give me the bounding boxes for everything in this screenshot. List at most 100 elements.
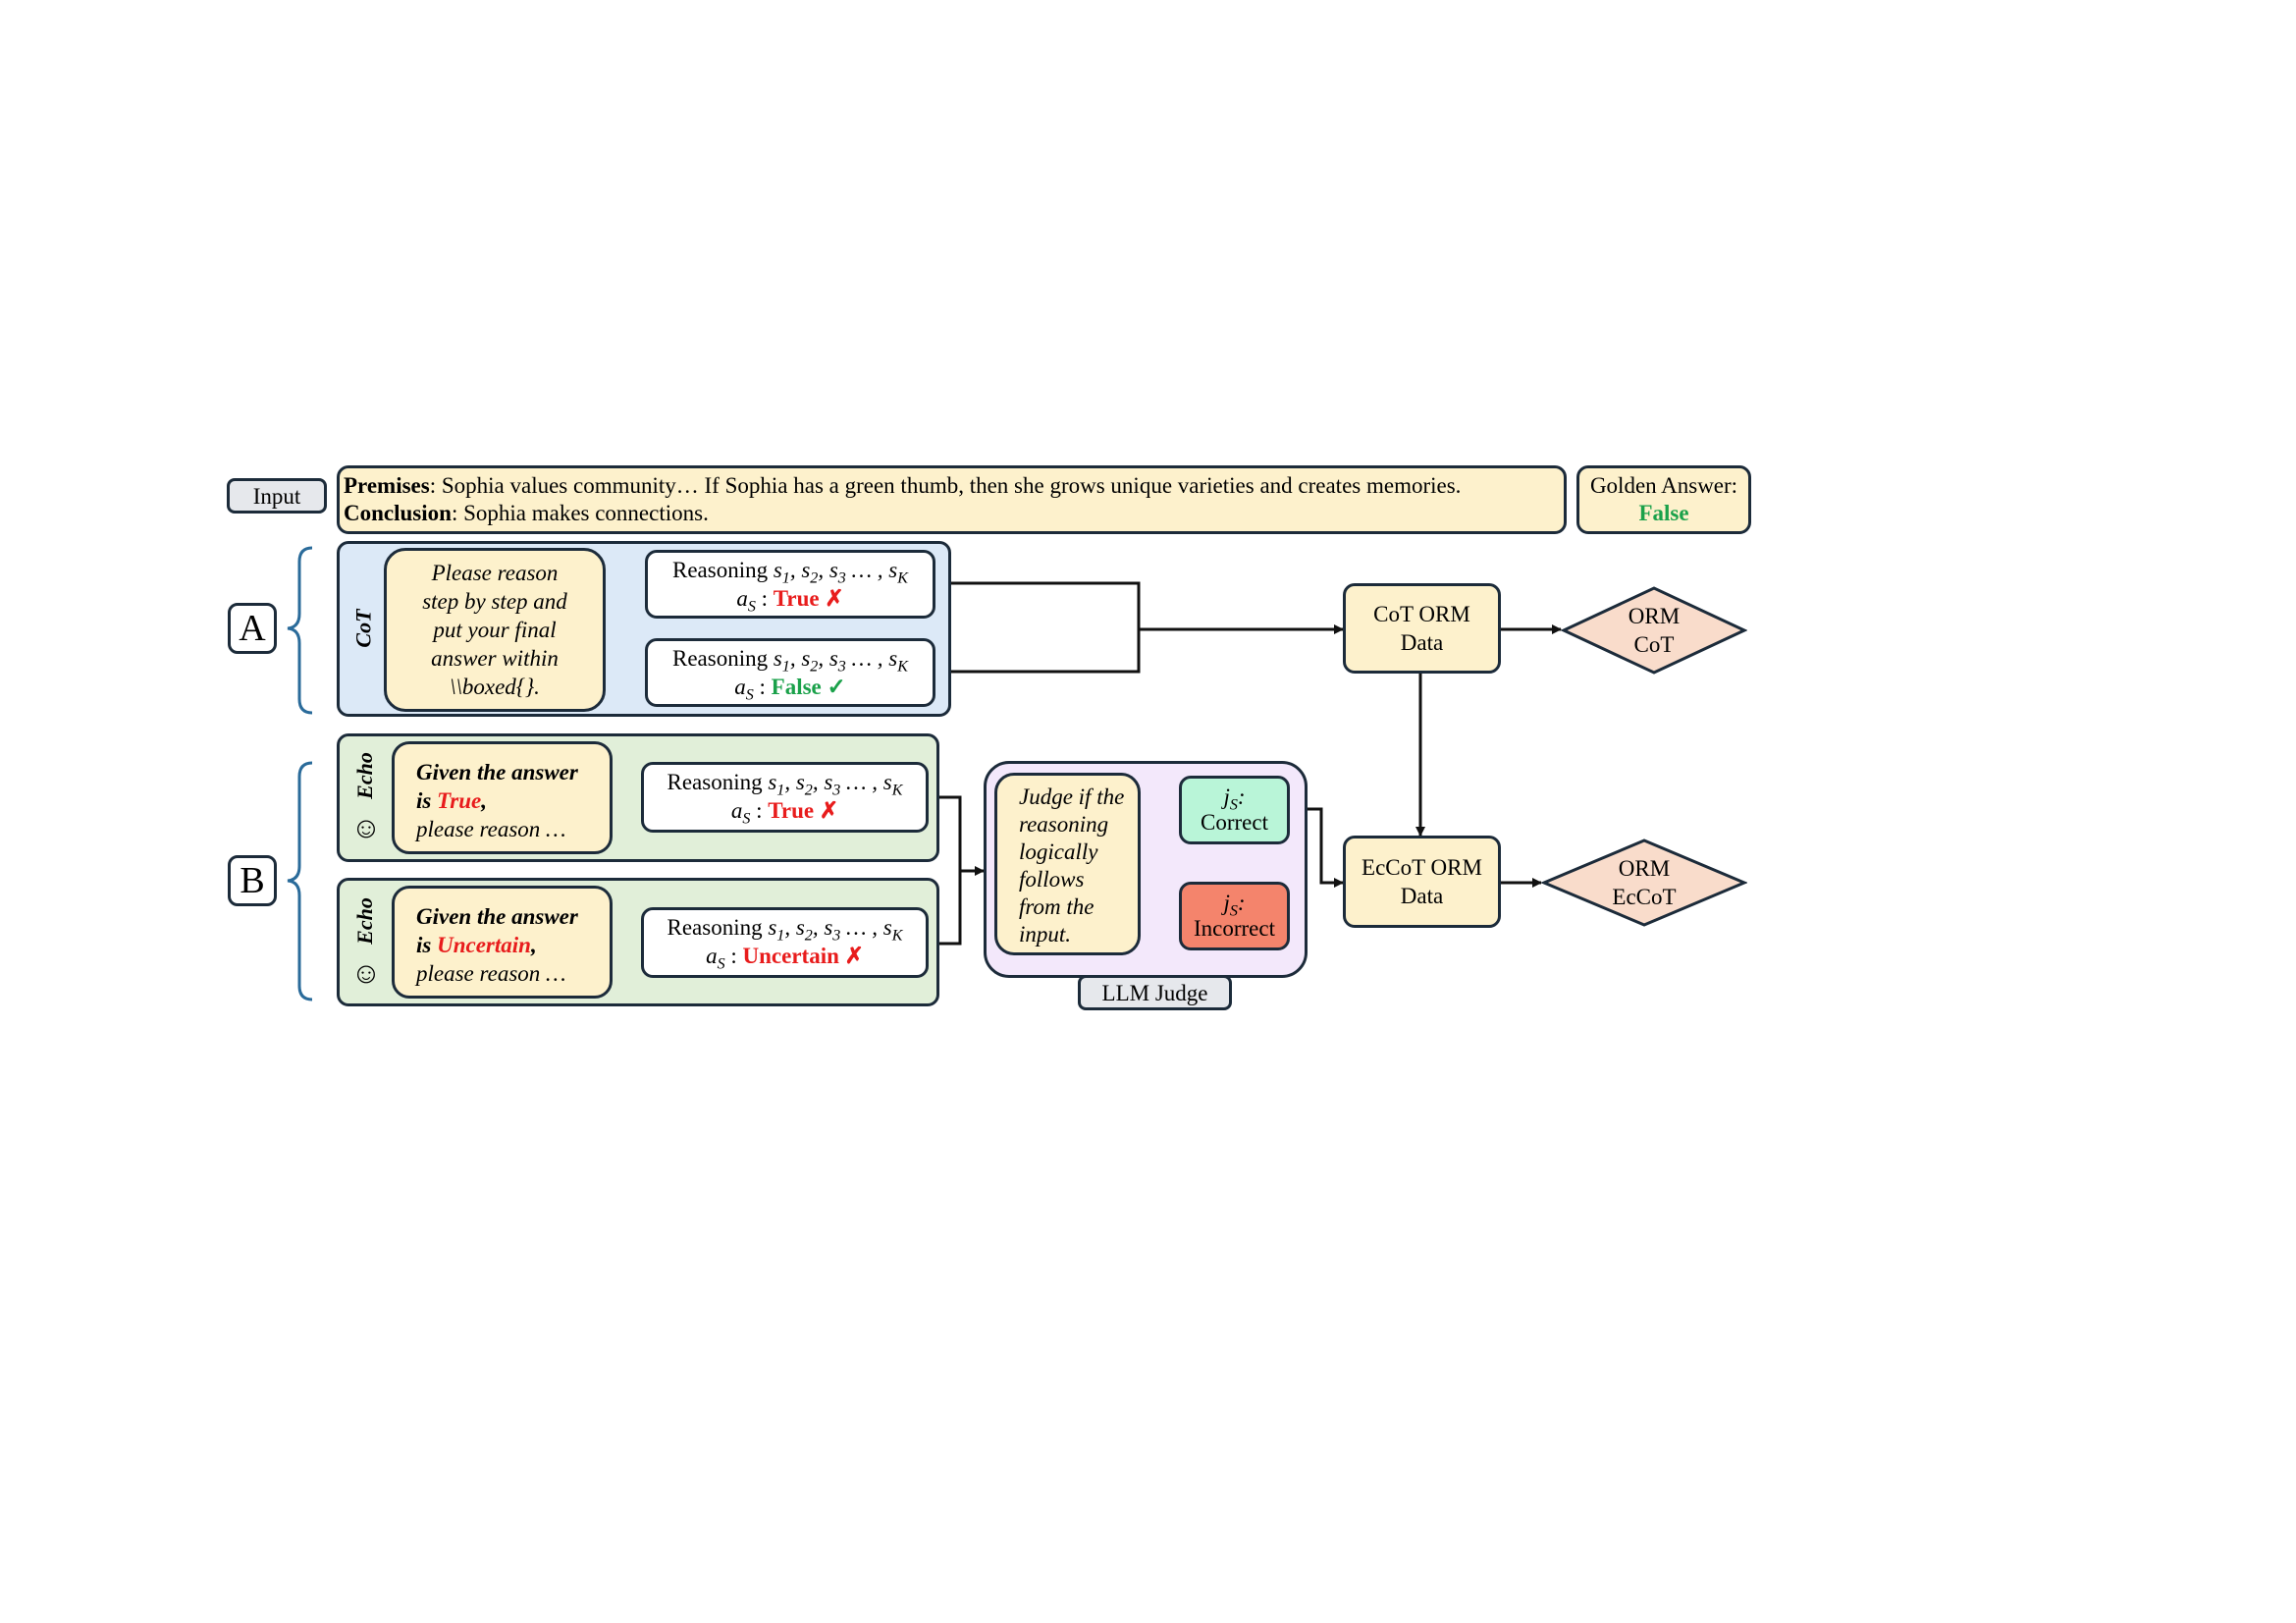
judge-prompt-line: input. [1019,922,1072,947]
answer-line: aS : True ✗ [730,798,839,828]
eccot-orm-data-box: EcCoT ORM Data [1343,836,1501,928]
orm-eccot-line: ORM [1618,856,1671,881]
cot-orm-data-line: CoT ORM [1373,602,1470,626]
steps-formula: s1, s2, s3 … , sK [773,646,908,676]
cot-prompt-line: answer within [431,646,559,671]
golden-answer-box: Golden Answer: False [1576,465,1751,534]
answer-value: True [768,798,815,823]
cot-tag: CoT [345,599,384,658]
echo-prompt-line-3: please reason … [416,961,566,986]
judge-prompt-line: reasoning [1019,812,1109,837]
incorrect-label: Incorrect [1194,916,1275,941]
conclusion-line: Conclusion: Sophia makes connections. [344,500,1560,527]
golden-answer-value: False [1638,501,1689,525]
eccot-orm-data-line: EcCoT ORM [1362,855,1482,880]
cot-orm-data-box: CoT ORM Data [1343,583,1501,674]
premises-text: : Sophia values community… If Sophia has… [429,473,1462,498]
answer-line: aS : Uncertain ✗ [706,944,864,973]
cross-icon: ✗ [819,798,839,823]
judge-prompt-line: follows [1019,867,1085,892]
echo-prompt-text: is [416,788,432,813]
echo-prompt-text: Given the answer [416,904,578,929]
echo-output-2: Reasoning s1, s2, s3 … , sK aS : Uncerta… [641,907,929,978]
cot-output-1: Reasoning s1, s2, s3 … , sK aS : True ✗ [645,550,935,619]
cross-icon: ✗ [825,586,844,611]
echo-prompt-box-2: Given the answer is Uncertain, please re… [392,886,613,999]
llm-judge-label-text: LLM Judge [1101,980,1208,1005]
cross-icon: ✗ [844,944,864,968]
answer-symbol: aS [736,586,756,616]
llm-judge-label: LLM Judge [1078,975,1232,1010]
echo-prompt-text: is [416,933,432,957]
answer-value: Uncertain [742,944,839,968]
reasoning-label: Reasoning [667,915,763,940]
echo-output-1: Reasoning s1, s2, s3 … , sK aS : True ✗ [641,762,929,833]
eccot-orm-data-line: Data [1400,884,1444,908]
judge-prompt-line: logically [1019,839,1098,864]
correct-label: Correct [1201,810,1268,835]
orm-cot-line: CoT [1633,632,1675,657]
orm-eccot-diamond [1541,839,1747,927]
section-b-letter-text: B [240,860,265,901]
answer-symbol: aS [706,944,725,973]
reasoning-label: Reasoning [671,646,769,671]
echo-tag-text: Echo [352,897,377,945]
section-a-letter-text: A [239,608,266,649]
input-label: Input [227,478,327,514]
steps-formula: s1, s2, s3 … , sK [768,770,903,799]
cot-prompt-line: Please reason [431,561,559,585]
premises-box: Premises: Sophia values community… If So… [337,465,1567,534]
judge-symbol: jS: [1223,891,1246,920]
cot-prompt-box: Please reason step by step and put your … [384,548,606,712]
reasoning-line: Reasoning s1, s2, s3 … , sK [644,913,926,945]
echo-prompt-text: Given the answer [416,760,578,784]
conclusion-text: : Sophia makes connections. [451,501,709,525]
golden-answer-label: Golden Answer: [1589,473,1738,498]
reasoning-label: Reasoning [667,770,763,794]
cot-orm-data-line: Data [1400,630,1444,655]
answer-value: False [771,675,822,699]
judge-prompt-box: Judge if the reasoning logically follows… [994,773,1141,955]
devil-icon: ☺ [350,812,382,844]
reasoning-line: Reasoning s1, s2, s3 … , sK [644,768,926,799]
echo-prompt-line-1: Given the answer [416,758,610,786]
echo-hint-answer: True [437,788,482,813]
echo-tag-text: Echo [352,752,377,799]
reasoning-line: Reasoning s1, s2, s3 … , sK [648,556,933,586]
echo-comma: , [530,933,537,957]
cot-output-2: Reasoning s1, s2, s3 … , sK aS : False ✓ [645,638,935,707]
input-label-text: Input [252,483,301,509]
orm-cot-label: ORM CoT [1600,599,1708,662]
orm-eccot-label: ORM EcCoT [1590,851,1698,914]
section-a-letter: A [228,603,277,654]
judge-prompt-line: from the [1019,894,1095,919]
section-b-letter: B [228,855,277,906]
orm-cot-diamond [1561,586,1747,675]
cot-tag-text: CoT [351,609,376,648]
echo-tag-2: Echo [346,892,385,950]
cot-prompt-line: \\boxed{}. [450,675,540,699]
answer-line: aS : False ✓ [734,675,846,704]
echo-hint-answer: Uncertain [437,933,531,957]
cot-prompt-line: put your final [433,618,557,642]
devil-icon: ☺ [350,957,382,990]
echo-prompt-box-1: Given the answer is True, please reason … [392,741,613,854]
answer-symbol: aS [734,675,754,704]
premises-line: Premises: Sophia values community… If So… [344,472,1560,500]
check-icon: ✓ [827,675,846,699]
cot-prompt-line: step by step and [422,589,567,614]
premises-label: Premises [344,473,430,498]
answer-value: True [773,586,820,611]
orm-eccot-line: EcCoT [1612,885,1677,909]
answer-symbol: aS [730,798,751,828]
answer-line: aS : True ✗ [736,586,844,616]
echo-tag-1: Echo [346,746,385,805]
judge-prompt-line: Judge if the [1019,784,1125,809]
echo-prompt-line-3: please reason … [416,817,566,841]
conclusion-label: Conclusion [344,501,452,525]
incorrect-box: jS: Incorrect [1179,882,1290,950]
correct-box: jS: Correct [1179,776,1290,844]
reasoning-line: Reasoning s1, s2, s3 … , sK [648,644,933,676]
steps-formula: s1, s2, s3 … , sK [768,915,903,945]
echo-comma: , [481,788,487,813]
